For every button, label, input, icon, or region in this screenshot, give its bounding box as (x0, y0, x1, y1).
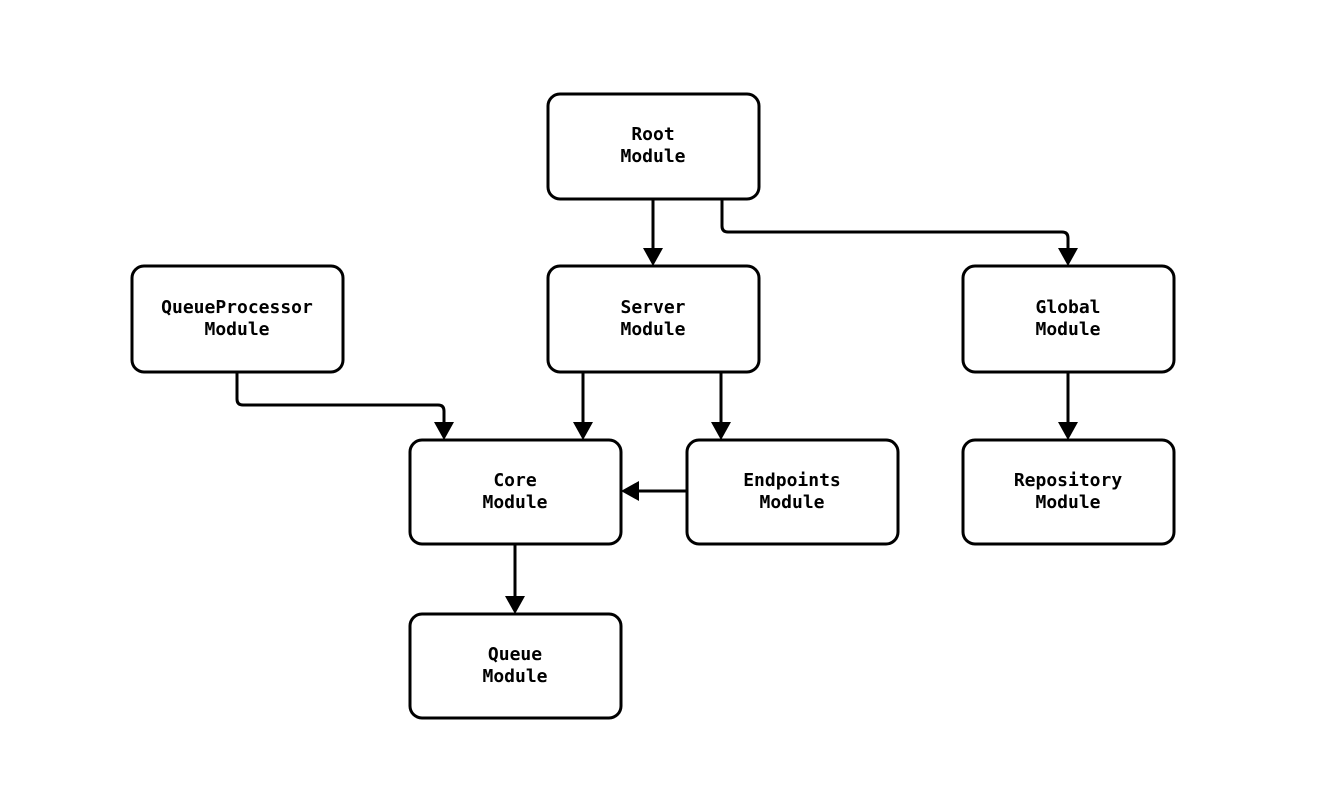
node-label-line: Endpoints (743, 470, 841, 491)
node-box[interactable] (130, 264, 345, 374)
edge-endpoints-to-core (621, 481, 687, 501)
arrowhead-icon (621, 481, 639, 501)
node-box[interactable] (961, 438, 1176, 546)
edge-core-to-queue (505, 544, 525, 614)
node-box[interactable] (546, 264, 761, 374)
node-label-line: Module (1035, 319, 1100, 340)
edge-queueprocessor-to-core (235, 372, 454, 440)
arrowhead-icon (434, 422, 454, 440)
node-label-line: Global (1035, 297, 1100, 318)
node-label-line: Module (620, 146, 685, 167)
node-label-line: QueueProcessor (161, 297, 313, 318)
edge-root-to-global (720, 199, 1078, 266)
arrowhead-icon (643, 248, 663, 266)
edge-server-to-core (573, 372, 593, 440)
node-label-line: Module (482, 666, 547, 687)
node-box[interactable] (408, 438, 623, 546)
edge-line (720, 199, 1070, 252)
arrowhead-icon (573, 422, 593, 440)
nodes-layer: RootModuleQueueProcessorModuleServerModu… (130, 92, 1176, 720)
arrowhead-icon (1058, 422, 1078, 440)
edge-server-to-endpoints (711, 372, 731, 440)
node-label-line: Module (204, 319, 269, 340)
node-label-line: Module (482, 492, 547, 513)
node-label-line: Repository (1014, 470, 1123, 491)
node-box[interactable] (408, 612, 623, 720)
arrowhead-icon (505, 596, 525, 614)
edge-global-to-repository (1058, 372, 1078, 440)
node-label-line: Module (759, 492, 824, 513)
edges-layer (235, 199, 1078, 614)
node-label-line: Core (493, 470, 537, 491)
node-box[interactable] (685, 438, 900, 546)
node-label-line: Module (1035, 492, 1100, 513)
node-label-line: Server (620, 297, 685, 318)
node-label-line: Module (620, 319, 685, 340)
edge-line (235, 372, 446, 426)
node-label-line: Root (631, 124, 674, 145)
arrowhead-icon (711, 422, 731, 440)
node-box[interactable] (961, 264, 1176, 374)
node-box[interactable] (546, 92, 761, 201)
edge-root-to-server (643, 199, 663, 266)
arrowhead-icon (1058, 248, 1078, 266)
node-label-line: Queue (488, 644, 542, 665)
